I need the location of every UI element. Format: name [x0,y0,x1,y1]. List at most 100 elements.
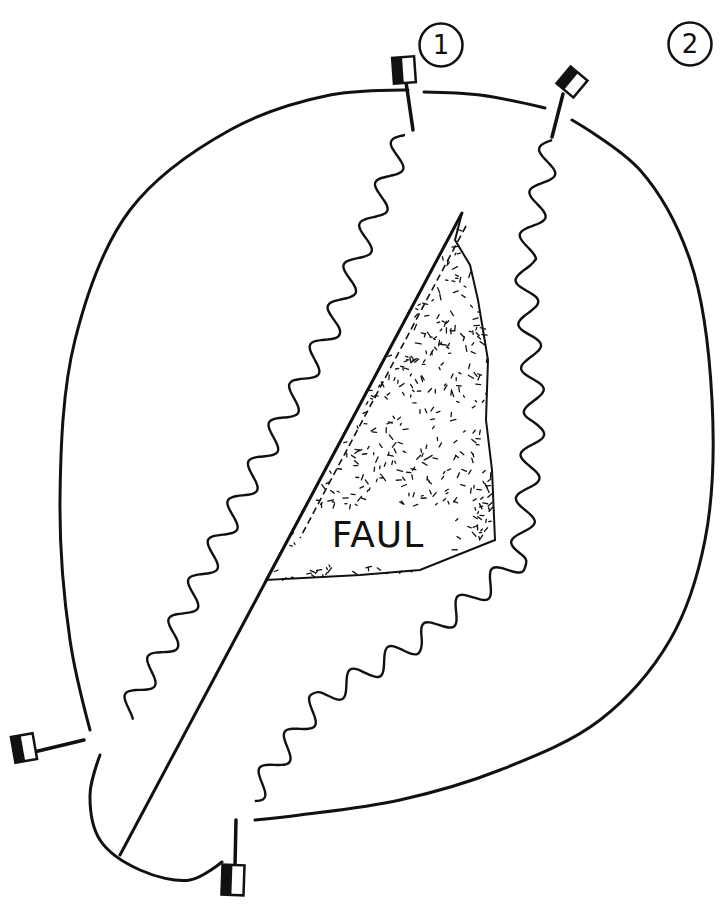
stipple-dash [468,375,473,378]
stake-pole [235,820,236,866]
stipple-dash [410,374,411,376]
stipple-dash [351,455,355,458]
callout-circle: 1 [418,22,464,68]
stipple-dash [328,500,334,501]
stipple-dash [396,479,401,481]
stipple-dash [457,473,459,478]
stipple-dash [478,375,480,380]
stipple-dots [275,217,493,580]
stipple-dash [425,445,427,448]
stipple-dash [455,253,456,255]
stipple-dash [345,503,347,504]
stipple-dash [425,409,427,413]
stipple-dash [421,495,423,497]
stipple-dash [415,359,419,362]
fault-line-hatch [300,226,466,538]
stipple-dash [431,407,434,411]
stipple-dash [389,435,392,439]
stipple-dash [421,497,426,499]
stipple-dash [437,321,440,323]
stipple-dash [311,575,315,578]
stipple-dash [422,364,425,365]
stipple-dash [486,359,488,362]
stipple-dash [386,572,389,573]
stipple-dash [357,426,359,428]
stipple-dash [450,330,454,332]
stipple-dash [422,462,427,465]
stipple-dash [432,426,434,428]
stipple-dash [384,463,385,467]
stipple-dash [417,455,421,459]
stipple-dash [455,275,458,277]
stipple-dash [452,392,454,397]
circle-stroke [420,24,463,67]
stipple-dash [443,471,445,473]
stipple-dash [476,438,481,440]
stipple-dash [422,453,423,456]
stake-pole [34,740,84,752]
stipple-dash [483,471,485,473]
callout-circle: 2 [667,21,713,67]
stipple-dash [343,497,348,499]
stipple-dash [406,356,408,358]
stipple-dash [452,549,457,550]
stipple-dash [442,257,444,260]
stipple-dash [328,568,332,573]
stipple-dash [456,278,458,279]
stipple-dash [355,504,357,505]
stipple-dash [479,430,481,434]
stipple-dash [381,474,383,476]
stipple-dash [452,280,455,282]
stipple-dash [481,529,483,531]
stipple-dash [459,372,461,373]
callout-number: 2 [682,31,699,57]
stipple-dash [291,576,293,578]
stipple-dash [456,378,457,381]
stipple-dash [457,537,460,539]
stipple-dash [411,385,413,388]
stipple-dash [461,333,465,337]
stipple-dash [451,311,454,316]
stipple-dash [450,329,452,331]
stipple-dash [464,431,466,432]
stipple-dash [481,497,484,499]
stipple-dash [469,470,471,474]
stipple-dash [471,452,473,454]
stake-marker [557,67,588,98]
stipple-dash [425,351,427,354]
stipple-dash [486,393,487,395]
stipple-dash [372,431,376,433]
stipple-dash [447,347,449,348]
stipple-dash [368,446,370,449]
stipple-dash [454,456,456,460]
stipple-dash [427,455,432,458]
stipple-dash [371,398,373,400]
stipple-dash [411,356,413,358]
wavy-line [125,135,405,720]
stipple-dash [421,332,424,334]
stipple-dash [322,485,325,489]
stipple-dash [469,331,471,333]
stipple-dash [417,390,420,391]
stake-flag [392,56,416,83]
stipple-dash [397,380,399,383]
stipple-dash [472,439,476,442]
stipple-dash [450,412,452,416]
stipple-dash [475,401,477,402]
stipple-dash [421,376,423,381]
stipple-dash [376,457,378,462]
stipple-dash [444,384,445,386]
stipple-dash [394,449,396,453]
stipple-dash [401,366,404,367]
stipple-dash [446,279,448,281]
stipple-dash [489,521,491,523]
stipple-dash [410,357,411,362]
stipple-dash [474,508,476,510]
stipple-dash [489,507,492,511]
stipple-dash [480,535,482,539]
stipple-dash [457,229,462,231]
stipple-dash [479,504,482,509]
stipple-dash [407,359,409,360]
stipple-dash [373,453,375,455]
stipple-dash [468,526,472,527]
